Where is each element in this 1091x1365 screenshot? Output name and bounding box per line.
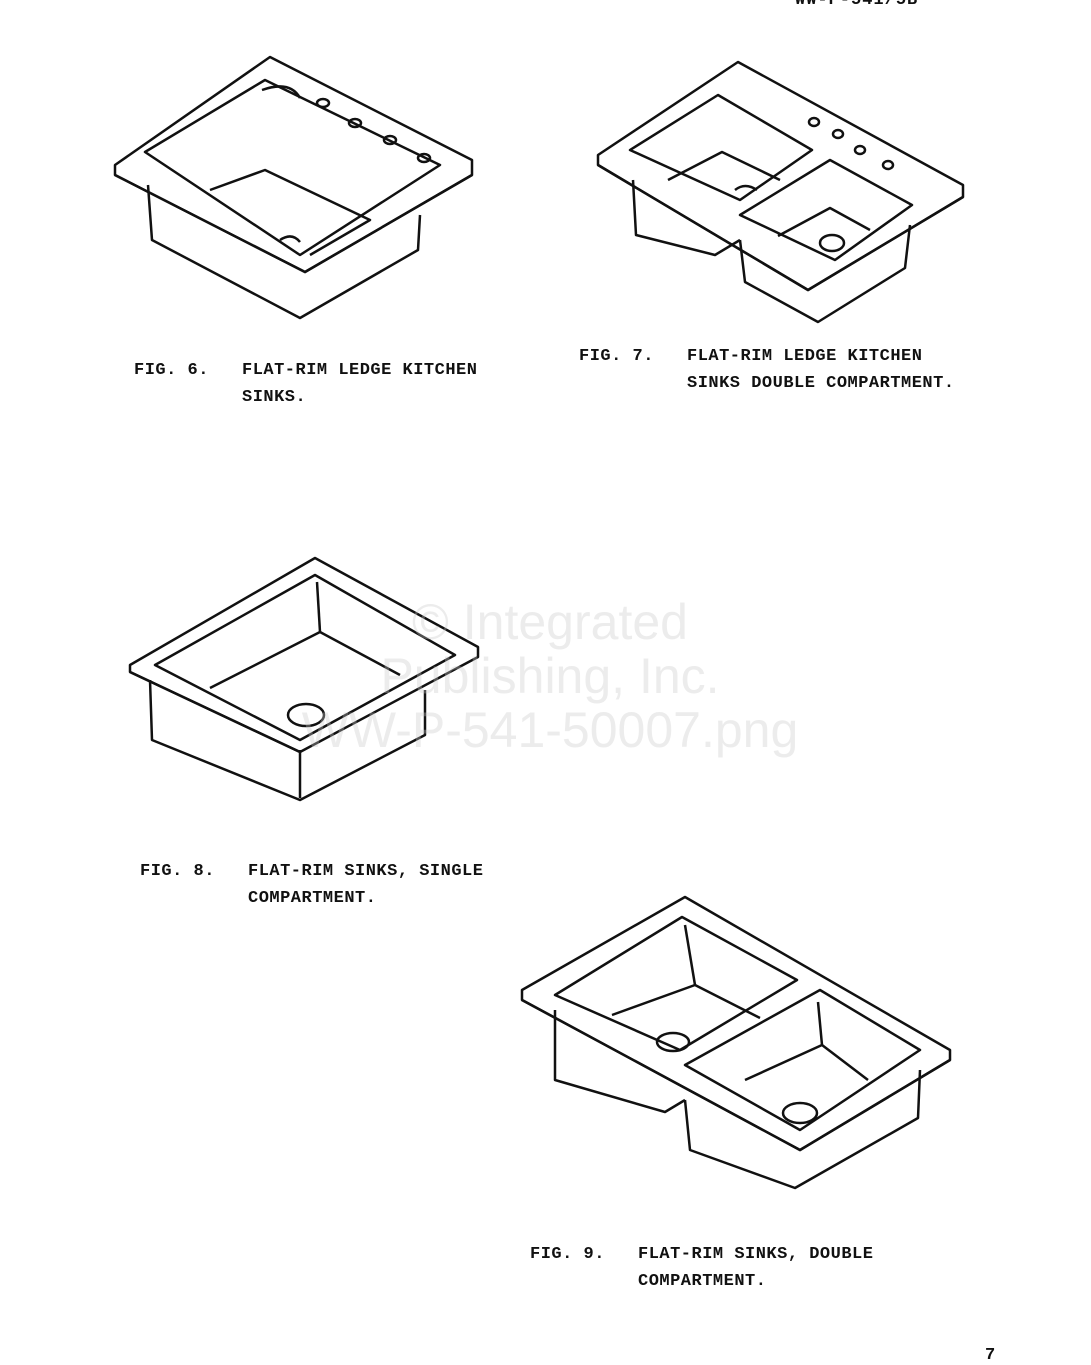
document-id: WW-P-541/5B <box>795 0 919 10</box>
figure-number: FIG. 8. <box>140 862 215 881</box>
caption-text: SINKS. <box>242 388 307 407</box>
caption-text: FLAT-RIM LEDGE KITCHEN <box>242 361 478 380</box>
caption-text: COMPARTMENT. <box>248 889 377 908</box>
page-number: 7 <box>985 1346 996 1365</box>
figure-caption-7: FIG. 7. FLAT-RIM LEDGE KITCHEN SINKS DOUBL… <box>579 343 955 397</box>
figure-caption-8: FIG. 8. FLAT-RIM SINKS, SINGLE COMPARTMENT… <box>140 858 483 912</box>
figure-number: FIG. 7. <box>579 347 654 366</box>
figure-caption-9: FIG. 9. FLAT-RIM SINKS, DOUBLE COMPARTMENT… <box>530 1241 873 1295</box>
figure-caption-6: FIG. 6. FLAT-RIM LEDGE KITCHEN SINKS. <box>134 357 477 411</box>
fig9-sink-drawing <box>520 895 952 1190</box>
figure-number: FIG. 9. <box>530 1245 605 1264</box>
caption-text: FLAT-RIM SINKS, SINGLE <box>248 862 484 881</box>
fig7-sink-drawing <box>596 60 965 324</box>
caption-text: FLAT-RIM SINKS, DOUBLE <box>638 1245 874 1264</box>
fig6-sink-drawing <box>113 55 474 320</box>
caption-text: SINKS DOUBLE COMPARTMENT. <box>687 374 955 393</box>
caption-text: FLAT-RIM LEDGE KITCHEN <box>687 347 923 366</box>
figure-number: FIG. 6. <box>134 361 209 380</box>
caption-text: COMPARTMENT. <box>638 1272 767 1291</box>
fig8-sink-drawing <box>128 556 480 802</box>
